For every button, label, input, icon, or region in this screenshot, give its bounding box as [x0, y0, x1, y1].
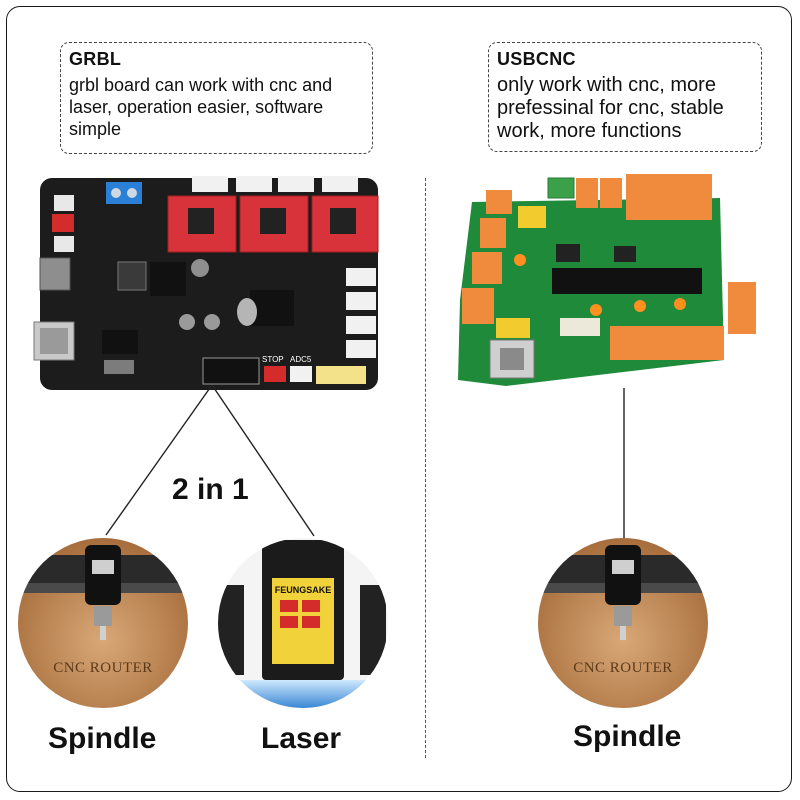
- outer-frame: [6, 6, 792, 792]
- stepper-driver-2: [239, 195, 309, 253]
- usbcnc-description: only work with cnc, more prefessinal for…: [497, 74, 724, 142]
- spindle-label-left: Spindle: [48, 722, 157, 755]
- center-divider: [425, 178, 426, 758]
- laser-module-image: FEUNGSAKE: [218, 538, 388, 708]
- grbl-title: GRBL: [69, 49, 122, 69]
- cnc-router-text-left: CNC ROUTER: [53, 660, 153, 676]
- grbl-description: grbl board can work with cnc and laser, …: [69, 75, 333, 139]
- stepper-driver-3: [311, 195, 379, 253]
- grbl-board: STOP ADC5: [33, 176, 379, 390]
- spindle-label-right: Spindle: [573, 720, 682, 753]
- laser-label: Laser: [261, 722, 342, 755]
- two-in-one-label: 2 in 1: [172, 473, 249, 506]
- spindle-image-right: CNC ROUTER: [538, 538, 708, 708]
- usbcnc-callout: USBCNC only work with cnc, more prefessi…: [488, 42, 762, 152]
- laser-brand-text: FEUNGSAKE: [275, 585, 332, 595]
- usbcnc-title: USBCNC: [497, 49, 576, 69]
- stepper-driver-1: [167, 195, 237, 253]
- adc-label: ADC5: [290, 355, 312, 364]
- cnc-router-text-right: CNC ROUTER: [573, 660, 673, 676]
- spindle-image-left: CNC ROUTER: [18, 538, 188, 708]
- stop-label: STOP: [262, 355, 284, 364]
- usbcnc-board: [458, 174, 756, 386]
- grbl-callout: GRBL grbl board can work with cnc and la…: [60, 42, 373, 154]
